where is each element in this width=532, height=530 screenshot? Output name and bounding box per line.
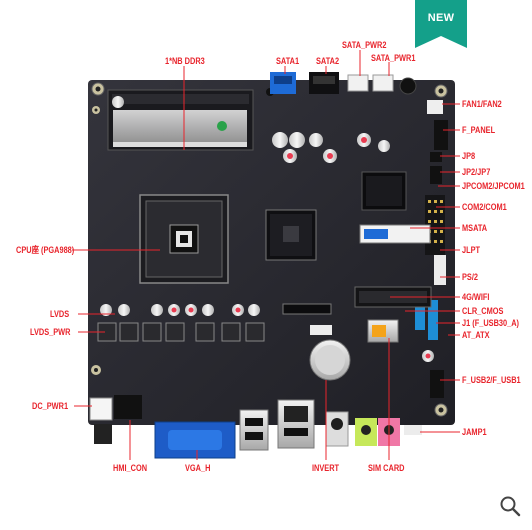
label-jp8: JP8: [462, 151, 476, 161]
label-invert: INVERT: [312, 463, 340, 473]
label-j1: J1 (F_USB30_A): [462, 318, 520, 328]
label-sata-pwr2: SATA_PWR2: [342, 40, 387, 50]
label-cpu: CPU座 (PGA988): [16, 245, 75, 255]
magnifier-icon[interactable]: [498, 494, 522, 518]
label-wifi: 4G/WIFI: [462, 292, 490, 302]
new-badge: [415, 0, 467, 48]
label-clr-cmos: CLR_CMOS: [462, 306, 504, 316]
label-f-usb: F_USB2/F_USB1: [462, 375, 521, 385]
label-sata-pwr1: SATA_PWR1: [371, 53, 416, 63]
label-lvds: LVDS: [50, 309, 70, 319]
label-lvds-pwr: LVDS_PWR: [30, 327, 71, 337]
label-sata1: SATA1: [276, 56, 300, 66]
label-hmi-con: HMI_CON: [113, 463, 148, 473]
label-sim-card: SIM CARD: [368, 463, 405, 473]
label-msata: MSATA: [462, 223, 488, 233]
label-jp2-jp7: JP2/JP7: [462, 167, 491, 177]
label-jpcom: JPCOM2/JPCOM1: [462, 181, 525, 191]
label-dc-pwr1: DC_PWR1: [32, 401, 69, 411]
label-ps2: PS/2: [462, 272, 479, 282]
label-ddr: 1*NB DDR3: [165, 56, 205, 66]
label-jamp1: JAMP1: [462, 427, 487, 437]
label-vga-h: VGA_H: [185, 463, 211, 473]
new-badge-label: NEW: [427, 12, 455, 24]
label-at-atx: AT_ATX: [462, 330, 490, 340]
label-f-panel: F_PANEL: [462, 125, 496, 135]
label-com: COM2/COM1: [462, 202, 507, 212]
label-jlpt: JLPT: [462, 245, 481, 255]
label-sata2: SATA2: [316, 56, 340, 66]
label-fan: FAN1/FAN2: [462, 99, 502, 109]
